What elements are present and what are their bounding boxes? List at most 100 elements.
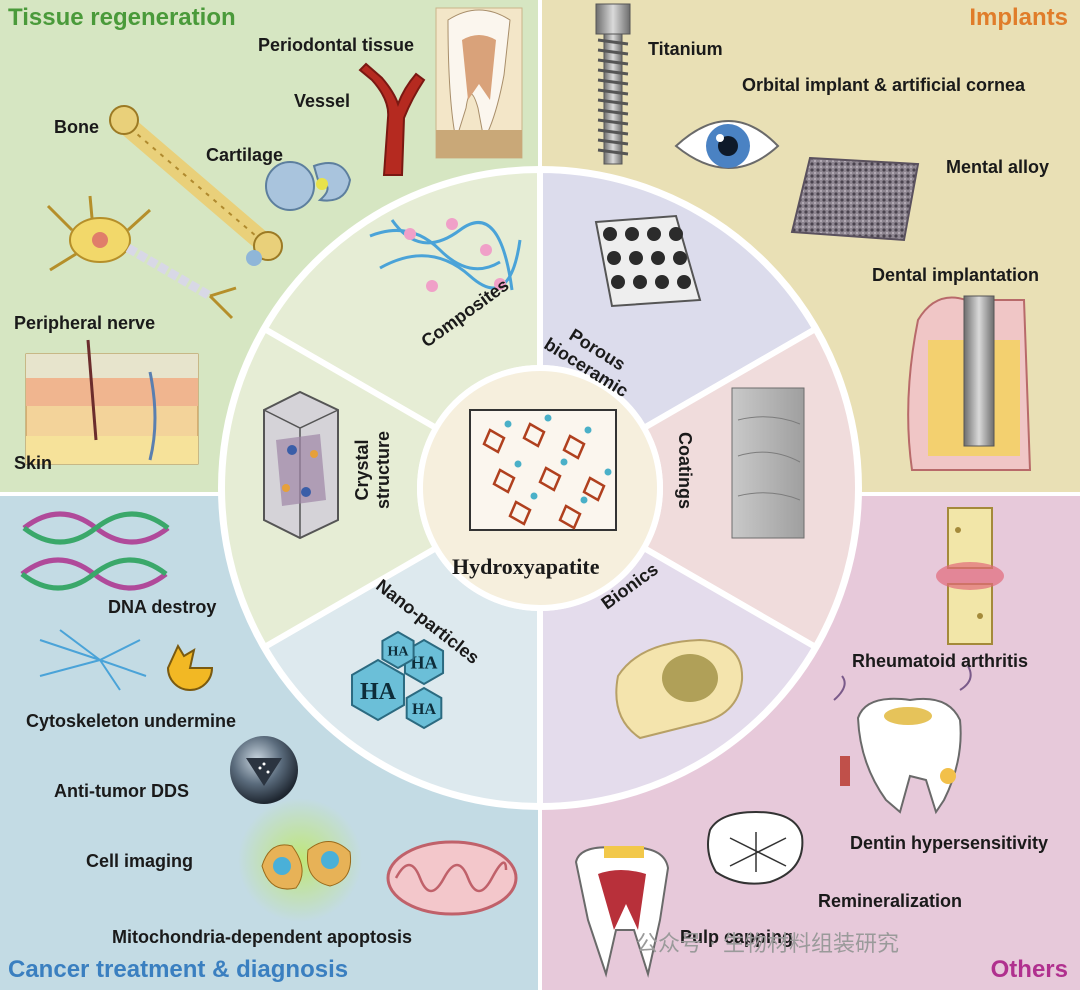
pore	[633, 275, 647, 289]
cell-imaging-icon	[238, 798, 362, 922]
pore	[655, 275, 669, 289]
quadrant-title-tissue: Tissue regeneration	[8, 4, 236, 31]
label-titanium: Titanium	[648, 39, 723, 59]
label-vessel: Vessel	[294, 91, 351, 111]
pore	[647, 227, 661, 241]
bionics-bone-icon	[615, 638, 744, 740]
label-rheumatoid-arthritis: Rheumatoid arthritis	[852, 651, 1029, 671]
pore	[651, 251, 665, 265]
watermark: 公众号 · 生物材料组装研究	[636, 932, 899, 957]
skin-icon	[25, 339, 199, 465]
label-cytoskeleton-undermine: Cytoskeleton undermine	[26, 711, 237, 731]
dna-icon	[20, 511, 170, 591]
label-peripheral-nerve: Peripheral nerve	[14, 313, 156, 333]
pore	[603, 227, 617, 241]
label-orbital-implant: Orbital implant & artificial cornea	[742, 75, 1026, 95]
label-skin: Skin	[14, 453, 53, 473]
lattice-phosphate	[582, 476, 606, 502]
segment-label-crystal-structure: Crystal structure	[352, 430, 393, 510]
pore	[673, 251, 687, 265]
thread-ridge	[597, 108, 629, 116]
label-dentin-hypersensitivity: Dentin hypersensitivity	[850, 833, 1049, 853]
eye-icon	[674, 120, 780, 169]
ha-hexagon	[351, 658, 405, 722]
thread-ridge	[597, 68, 629, 76]
lattice-atom	[514, 460, 522, 468]
thread-ridge	[597, 38, 629, 46]
label-pulp-capping: Pulp capping	[680, 927, 794, 947]
label-dna-destroy: DNA destroy	[108, 597, 217, 617]
lattice-phosphate	[508, 500, 532, 526]
label-mitochondria-apoptosis: Mitochondria-dependent apoptosis	[112, 927, 412, 947]
bone-icon	[109, 105, 283, 266]
thread-ridge	[597, 48, 629, 56]
dental-implant-icon	[907, 295, 1032, 471]
label-mental-alloy: Mental alloy	[946, 157, 1050, 177]
ha-hexagon-label: HA	[388, 644, 410, 659]
label-anti-tumor-dds: Anti-tumor DDS	[54, 781, 189, 801]
metal-alloy-icon	[790, 156, 920, 242]
wheel-center-label: Hydroxyapatite	[452, 554, 600, 579]
lattice-atom	[580, 496, 588, 504]
label-bone: Bone	[54, 117, 99, 137]
joint-icon	[936, 507, 1004, 645]
dds-sphere-icon	[230, 736, 298, 804]
vessel-icon	[358, 62, 426, 176]
sensitive-tooth-icon	[833, 665, 972, 815]
peripheral-nerve-icon	[46, 195, 237, 320]
lattice-phosphate	[482, 428, 506, 454]
label-cell-imaging: Cell imaging	[86, 851, 194, 871]
ha-hexagon-label: HA	[360, 679, 397, 705]
ha-hexagon-label: HA	[411, 653, 438, 673]
lattice-phosphate	[522, 422, 546, 448]
titanium-implant-icon	[595, 3, 631, 165]
coatings-icon	[731, 387, 805, 539]
quadrant-title-others: Others	[990, 956, 1068, 983]
ha-hexagon	[405, 686, 443, 730]
thread-ridge	[597, 78, 629, 86]
pore	[607, 251, 621, 265]
thread-ridge	[597, 148, 629, 156]
lattice-phosphate	[492, 468, 516, 494]
lattice-atom	[560, 458, 568, 466]
lattice-phosphate	[562, 434, 586, 460]
ha-hexagon	[381, 630, 415, 670]
lattice-phosphate	[538, 466, 562, 492]
pore	[669, 227, 683, 241]
quadrant-title-implants: Implants	[969, 4, 1068, 31]
lattice-atom	[604, 468, 612, 476]
pore	[677, 275, 691, 289]
pore	[629, 251, 643, 265]
cartilage-icon	[265, 161, 352, 211]
lattice-phosphate	[558, 504, 582, 530]
thread-ridge	[597, 98, 629, 106]
thread-ridge	[597, 88, 629, 96]
thread-ridge	[597, 58, 629, 66]
center-lattice-icon	[469, 409, 617, 531]
label-cartilage: Cartilage	[206, 145, 284, 165]
label-remineralization: Remineralization	[818, 891, 963, 911]
mitochondria-icon	[386, 840, 518, 916]
remineralization-tooth-icon	[707, 810, 804, 885]
segment-label-coatings: Coatings	[675, 432, 695, 510]
lattice-atom	[504, 420, 512, 428]
periodontal-tissue-icon	[435, 7, 523, 159]
pore	[625, 227, 639, 241]
pulp-capping-tooth-icon	[574, 846, 670, 978]
lattice-atom	[530, 492, 538, 500]
label-dental-implantation: Dental implantation	[872, 265, 1040, 285]
thread-ridge	[597, 128, 629, 136]
lattice-atom	[544, 414, 552, 422]
crystal-structure-icon	[263, 390, 339, 540]
label-periodontal-tissue: Periodontal tissue	[258, 35, 415, 55]
pore	[611, 275, 625, 289]
pacman-icon	[166, 643, 214, 691]
thread-ridge	[597, 138, 629, 146]
quadrant-title-cancer: Cancer treatment & diagnosis	[8, 956, 349, 983]
composites-icon	[369, 218, 522, 292]
ha-hexagon-label: HA	[412, 701, 436, 718]
porous-bioceramic-icon	[594, 214, 702, 308]
cytoskeleton-icon	[39, 629, 147, 691]
